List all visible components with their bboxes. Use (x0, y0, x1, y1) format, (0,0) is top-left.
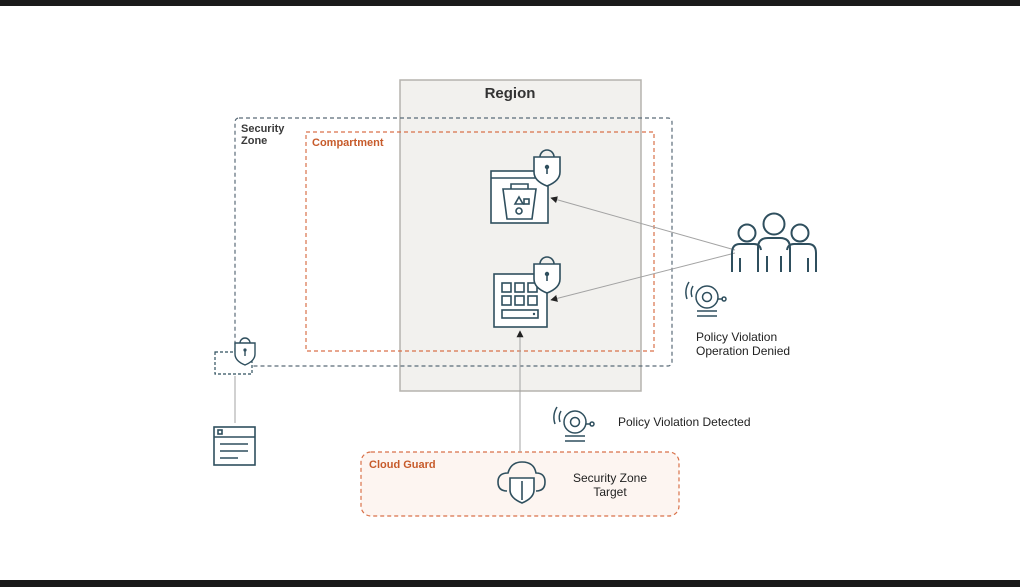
bucket-lock-shield-icon (533, 149, 561, 187)
bottom-letterbox-bar (0, 580, 1020, 587)
users-to-bucket-arrow (550, 196, 736, 251)
security-zone-box (234, 117, 673, 367)
alarm-bell-denied-icon (685, 281, 727, 317)
users-group-icon (731, 212, 817, 272)
security-zone-label: Security Zone (241, 123, 285, 147)
alarm-bell-detected-icon (553, 406, 595, 442)
policy-violation-denied-label: Policy Violation Operation Denied (696, 330, 791, 358)
users-to-compute-arrow (550, 252, 736, 302)
compartment-box (305, 131, 655, 352)
region-label: Region (484, 85, 536, 102)
compartment-label: Compartment (312, 137, 384, 149)
top-letterbox-bar (0, 0, 1020, 6)
compute-lock-shield-icon (533, 256, 561, 294)
security-zone-target-label: Security Zone Target (572, 471, 648, 499)
zone-lock-shield-icon (234, 337, 256, 366)
cloud-shield-icon (497, 461, 546, 504)
policy-document-icon (213, 426, 256, 466)
cloud-guard-label: Cloud Guard (369, 459, 436, 471)
policy-violation-detected-label: Policy Violation Detected (618, 415, 751, 429)
